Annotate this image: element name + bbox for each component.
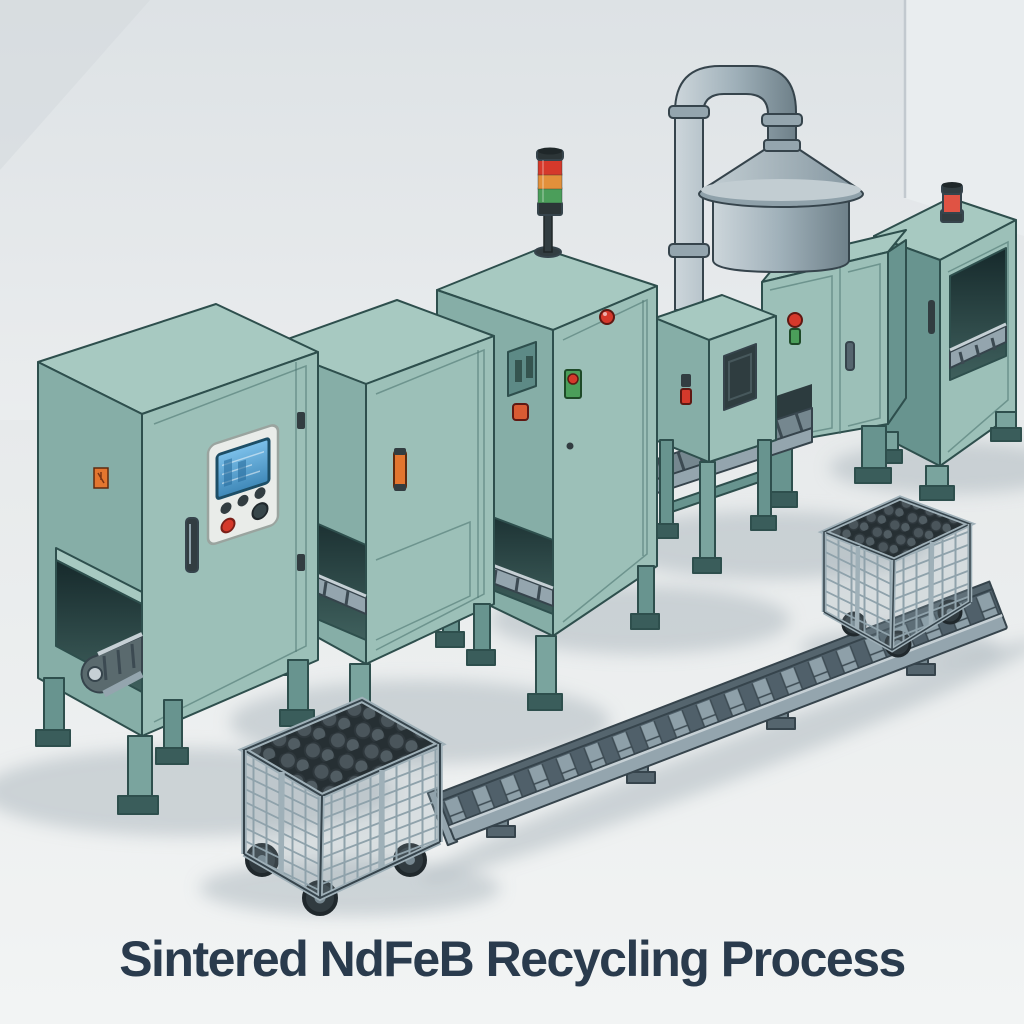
- outfeed-belt-conveyor: [80, 632, 189, 765]
- machine-4-switch-slot: [681, 374, 691, 387]
- machine-cabinet-4: [652, 294, 777, 574]
- machine-4-red-switch: [680, 388, 692, 405]
- panel-red-button: [220, 517, 236, 534]
- signal-tower-green-segment: [537, 187, 563, 204]
- wall-right-panel: [905, 0, 1024, 236]
- machine-3-switch-button: [567, 373, 579, 385]
- beacon-light-red: [940, 182, 964, 223]
- title-caption: Sintered NdFeB Recycling Process: [119, 931, 905, 987]
- machine-3-indicator-lamp: [599, 309, 615, 325]
- panel-dial: [251, 502, 269, 521]
- machine-6-door-handle: [928, 300, 935, 334]
- panel-button: [220, 502, 232, 514]
- signal-tower-light: [534, 147, 564, 258]
- machine-5-stop-button: [787, 312, 803, 328]
- floor-roller-conveyor: [426, 580, 1008, 847]
- signal-tower-amber-segment: [537, 173, 563, 190]
- control-panel: [206, 424, 280, 546]
- panel-button: [237, 494, 249, 507]
- machine-3-rocker-switch: [512, 403, 529, 421]
- machine-5-start-button: [789, 328, 801, 345]
- signal-tower-red-segment: [537, 158, 563, 176]
- machine-cabinet-1: [35, 303, 319, 815]
- panel-button: [254, 487, 266, 499]
- mesh-cart-front: [237, 696, 447, 916]
- machine-5-door-handle: [845, 341, 855, 371]
- exhaust-pipe: [668, 65, 803, 311]
- machine-1-hinge: [297, 412, 305, 429]
- machine-1-hinge: [297, 554, 305, 571]
- mesh-cart-right: [817, 495, 977, 658]
- machine-1-door-handle: [185, 517, 199, 573]
- wall-corner-shading: [0, 0, 150, 170]
- dust-collector-hopper: [698, 139, 864, 273]
